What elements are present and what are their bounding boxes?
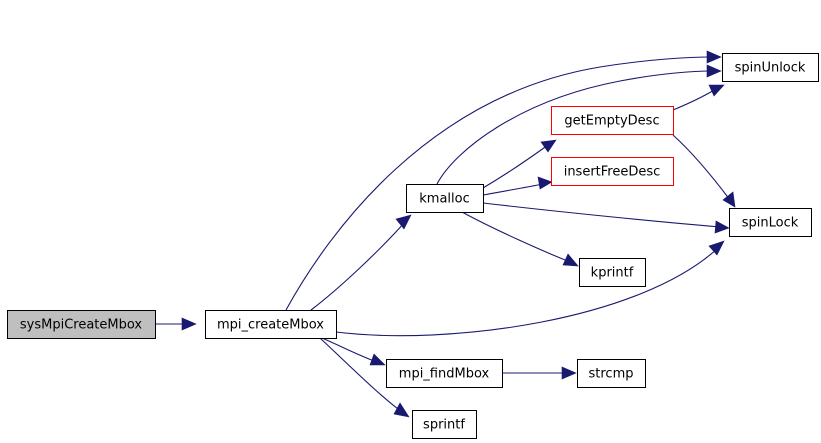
edge-line <box>285 56 713 311</box>
arrowhead-icon <box>562 253 579 267</box>
edge-line <box>319 337 403 413</box>
node-sprintf[interactable]: sprintf <box>412 410 477 439</box>
edge-mpi_findMbox-to-strcmp <box>502 366 577 380</box>
edge-sysMpiCreateMbox-to-mpi_createMbox <box>155 317 197 331</box>
edge-line <box>461 211 571 263</box>
edge-kmalloc-to-spinUnlock <box>436 64 722 185</box>
node-spinUnlock[interactable]: spinUnlock <box>722 53 819 82</box>
edge-line <box>321 337 378 363</box>
node-label: mpi_createMbox <box>217 318 324 333</box>
edge-line <box>335 247 719 337</box>
node-label: kprintf <box>591 266 634 281</box>
arrowhead-icon <box>714 220 730 234</box>
arrowhead-icon <box>395 214 412 230</box>
node-spinLock[interactable]: spinLock <box>729 208 812 237</box>
node-box[interactable] <box>406 184 484 213</box>
arrowhead-icon <box>706 50 722 64</box>
arrowhead-icon <box>722 191 736 208</box>
node-box[interactable] <box>577 359 646 388</box>
node-box[interactable] <box>551 157 674 186</box>
arrowhead-icon <box>708 240 725 256</box>
edge-line <box>482 144 549 189</box>
node-sysMpiCreateMbox[interactable]: sysMpiCreateMbox <box>7 310 156 339</box>
edge-getEmptyDesc-to-spinLock <box>672 134 736 208</box>
arrowhead-icon <box>540 139 557 153</box>
node-box[interactable] <box>412 410 477 439</box>
node-getEmptyDesc[interactable]: getEmptyDesc <box>551 106 674 135</box>
node-label: sprintf <box>423 418 465 433</box>
node-kmalloc[interactable]: kmalloc <box>406 184 484 213</box>
node-box[interactable] <box>722 53 819 82</box>
arrowhead-icon <box>561 366 577 380</box>
edges-layer <box>155 50 736 418</box>
edge-line <box>482 183 544 196</box>
node-box[interactable] <box>551 106 674 135</box>
node-mpi_findMbox[interactable]: mpi_findMbox <box>386 359 503 388</box>
node-box[interactable] <box>579 258 646 287</box>
node-label: insertFreeDesc <box>564 165 661 180</box>
arrowhead-icon <box>537 176 553 190</box>
node-label: mpi_findMbox <box>399 367 490 382</box>
node-label: sysMpiCreateMbox <box>20 318 143 333</box>
node-label: spinLock <box>742 216 799 231</box>
node-label: kmalloc <box>419 192 469 207</box>
edge-line <box>672 134 731 201</box>
edge-mpi_createMbox-to-spinUnlock <box>285 50 722 311</box>
arrowhead-icon <box>393 402 410 418</box>
node-mpi_createMbox[interactable]: mpi_createMbox <box>205 310 337 339</box>
edge-getEmptyDesc-to-spinUnlock <box>672 84 725 111</box>
node-box[interactable] <box>7 310 156 339</box>
arrowhead-icon <box>706 64 722 78</box>
edge-kmalloc-to-spinLock <box>482 202 730 234</box>
edge-line <box>482 202 721 228</box>
node-box[interactable] <box>386 359 503 388</box>
node-label: strcmp <box>589 367 634 382</box>
node-label: getEmptyDesc <box>564 114 659 129</box>
node-label: spinUnlock <box>735 61 806 76</box>
node-box[interactable] <box>729 208 812 237</box>
node-strcmp[interactable]: strcmp <box>577 359 646 388</box>
edge-mpi_createMbox-to-sprintf <box>319 337 410 418</box>
nodes-layer: sysMpiCreateMbox mpi_createMbox kmalloc get… <box>7 53 819 439</box>
edge-mpi_createMbox-to-mpi_findMbox <box>321 337 386 366</box>
node-box[interactable] <box>205 310 337 339</box>
edge-kmalloc-to-kprintf <box>461 211 579 267</box>
edge-mpi_createMbox-to-spinLock <box>335 240 725 337</box>
arrowhead-icon <box>369 353 386 366</box>
edge-kmalloc-to-getEmptyDesc <box>482 139 557 189</box>
edge-line <box>436 70 713 185</box>
edge-kmalloc-to-insertFreeDesc <box>482 176 553 196</box>
node-insertFreeDesc[interactable]: insertFreeDesc <box>551 157 674 186</box>
arrowhead-icon <box>708 84 725 97</box>
edge-line <box>672 88 717 111</box>
edge-mpi_createMbox-to-kmalloc <box>310 214 412 311</box>
edge-line <box>310 221 406 311</box>
arrowhead-icon <box>181 317 197 331</box>
node-kprintf[interactable]: kprintf <box>579 258 646 287</box>
